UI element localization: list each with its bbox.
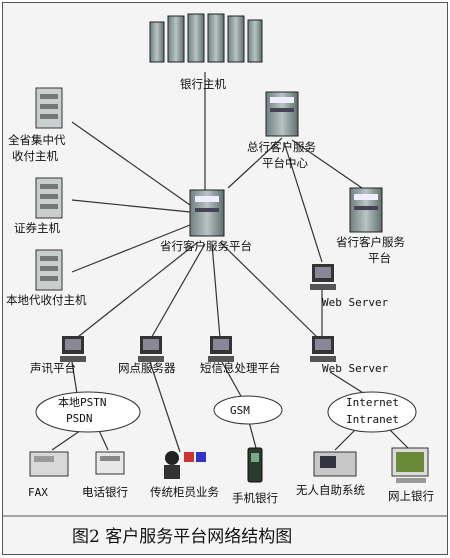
web-server-1-icon (310, 264, 336, 290)
province-host-label-2: 收付主机 (12, 149, 58, 163)
bank-host-label: 银行主机 (180, 77, 226, 91)
mobile-bank-label: 手机银行 (232, 491, 278, 505)
connection-lines (51, 72, 409, 453)
self-service-label: 无人自助系统 (296, 483, 365, 497)
phone-icon (95, 451, 125, 475)
province-platform-label: 省行客户服务平台 (160, 239, 252, 253)
gsm-label: GSM (230, 404, 250, 417)
mobile-phone-icon (247, 447, 263, 483)
phone-bank-label: 电话银行 (82, 485, 128, 499)
province-host-label-1: 全省集中代 (8, 133, 66, 147)
internet-label: Internet (346, 396, 399, 409)
local-host-label: 本地代收付主机 (6, 293, 87, 307)
province-platform2-icon (349, 187, 383, 233)
internet-cloud-icon (327, 391, 417, 433)
securities-host-icon (35, 177, 63, 219)
hq-center-label-2: 平台中心 (262, 156, 308, 170)
counter-label: 传统柜员业务 (150, 485, 219, 499)
fax-icon (29, 451, 69, 477)
web-server-2-icon (310, 336, 336, 362)
local-host-icon (35, 249, 63, 291)
sms-platform-icon (208, 336, 234, 362)
province-platform-icon (189, 189, 225, 237)
pstn-label: 本地PSTN (58, 395, 107, 409)
fax-label: FAX (28, 486, 48, 499)
figure-caption: 图2 客户服务平台网络结构图 (72, 527, 292, 547)
province-platform2-label-2: 平台 (368, 251, 391, 265)
ivr-platform-label: 声讯平台 (30, 361, 76, 375)
pstn-cloud-icon (35, 391, 141, 433)
securities-host-label: 证券主机 (14, 221, 60, 235)
sms-platform-label: 短信息处理平台 (200, 361, 281, 375)
province-platform2-label-1: 省行客户服务 (336, 235, 405, 249)
counter-icon (164, 451, 206, 479)
atm-icon (313, 451, 357, 477)
gsm-cloud-icon (213, 395, 283, 425)
online-bank-label: 网上银行 (388, 489, 434, 503)
hq-center-label-1: 总行客户服务 (247, 140, 316, 154)
ivr-platform-icon (60, 336, 86, 362)
outlet-server-icon (138, 336, 164, 362)
pc-icon (391, 447, 429, 483)
psdn-label: PSDN (66, 412, 93, 425)
outlet-server-label: 网点服务器 (118, 361, 176, 375)
intranet-label: Intranet (346, 413, 399, 426)
hq-server-icon (265, 91, 299, 137)
province-host-icon (35, 87, 63, 129)
bank-host-icon (149, 13, 263, 63)
web-server-1-label: Web Server (322, 296, 389, 309)
web-server-2-label: Web Server (322, 362, 389, 375)
